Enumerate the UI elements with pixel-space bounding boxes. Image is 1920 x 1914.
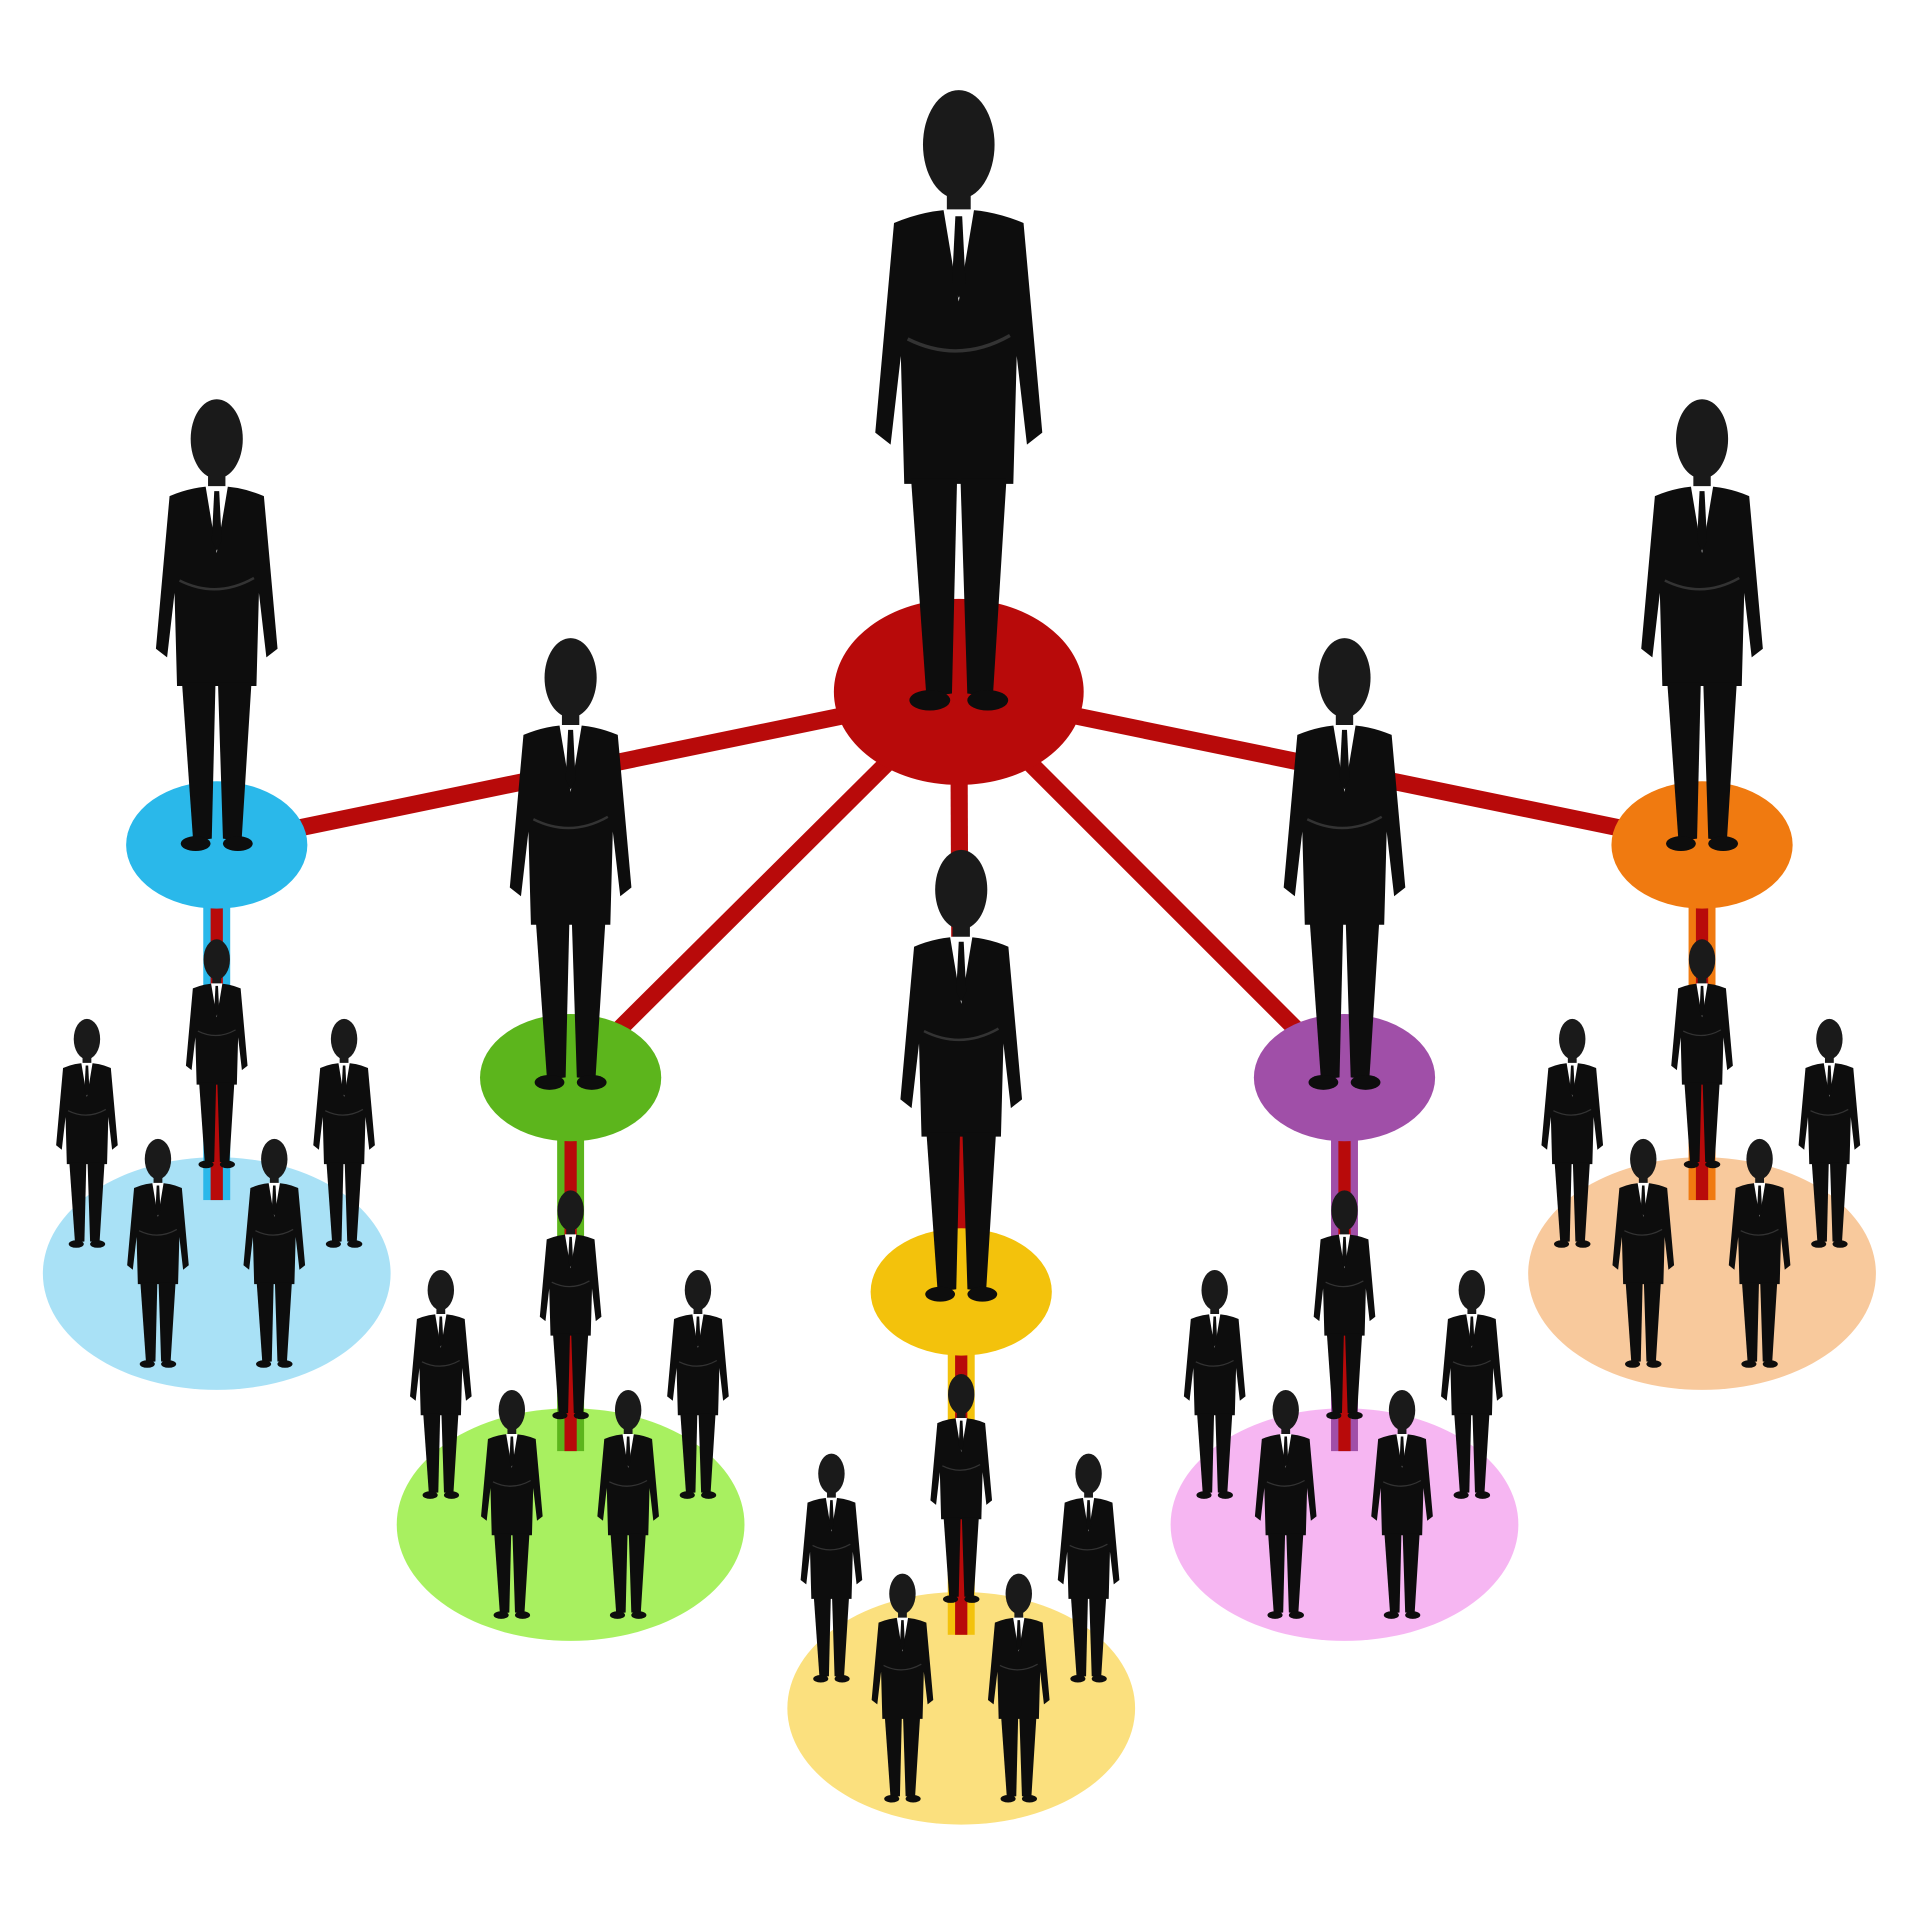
node-orange [1611,781,1793,909]
node-yellow [870,1228,1052,1356]
group-platform-yellow [787,1591,1136,1825]
figures [55,88,1861,1804]
group-platforms [42,1157,1876,1825]
node-green [480,1013,662,1142]
group-platform-orange [1528,1157,1876,1390]
node-blue [126,781,308,909]
node-purple [1253,1013,1436,1142]
branch-nodes [126,598,1793,1356]
group-platform-green [396,1408,745,1641]
group-platform-purple [1170,1408,1519,1641]
root-node [833,598,1084,785]
group-platform-blue [42,1157,391,1390]
